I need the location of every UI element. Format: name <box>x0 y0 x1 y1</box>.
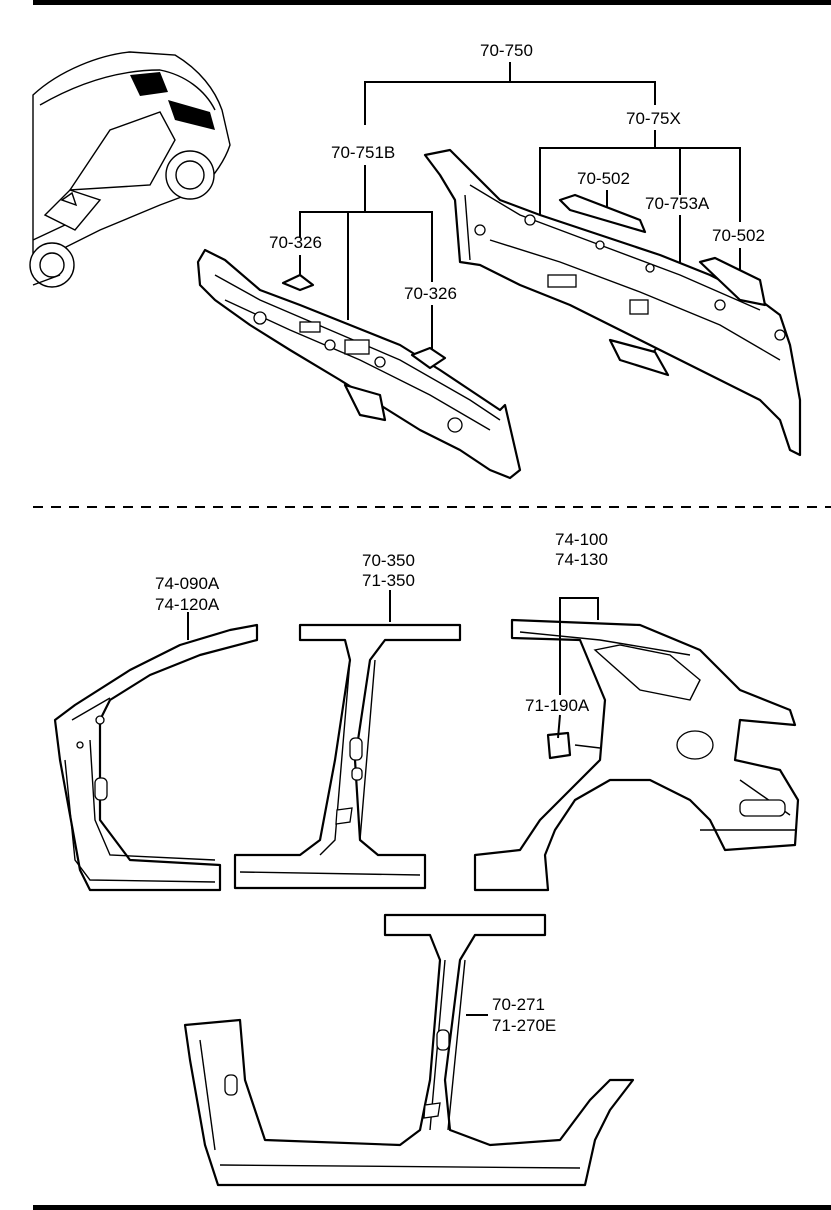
front-pillar-panel-74-090a <box>53 623 259 892</box>
label-70-326-a: 70-326 <box>269 233 322 252</box>
rear-side-panel-70-75x <box>423 148 802 457</box>
rear-inner-panel-70-751b <box>196 248 522 480</box>
vehicle-reference-illustration <box>29 51 231 288</box>
side-sill-panel-70-271 <box>183 913 635 1187</box>
label-70-326-b: 70-326 <box>404 284 457 303</box>
lower-leader-lines <box>187 590 599 1016</box>
label-71-270e: 71-270E <box>492 1016 556 1035</box>
label-74-130: 74-130 <box>555 550 608 569</box>
label-74-090a: 74-090A <box>155 574 220 593</box>
label-70-750: 70-750 <box>480 41 533 60</box>
label-70-502-a: 70-502 <box>577 169 630 188</box>
label-71-350: 71-350 <box>362 571 415 590</box>
part-labels: 70-750 70-75X 70-751B 70-502 70-753A 70-… <box>155 41 765 1035</box>
center-pillar-panel-70-350 <box>233 623 462 890</box>
top-border <box>33 0 831 5</box>
label-71-190a: 71-190A <box>525 696 590 715</box>
rear-quarter-panel-74-100 <box>473 618 800 892</box>
label-70-751b: 70-751B <box>331 143 395 162</box>
label-74-120a: 74-120A <box>155 595 220 614</box>
label-70-75x: 70-75X <box>626 109 681 128</box>
label-74-100: 74-100 <box>555 530 608 549</box>
label-70-502-b: 70-502 <box>712 226 765 245</box>
bottom-border <box>33 1205 831 1210</box>
label-70-350: 70-350 <box>362 551 415 570</box>
label-70-271: 70-271 <box>492 995 545 1014</box>
label-70-753a: 70-753A <box>645 194 710 213</box>
